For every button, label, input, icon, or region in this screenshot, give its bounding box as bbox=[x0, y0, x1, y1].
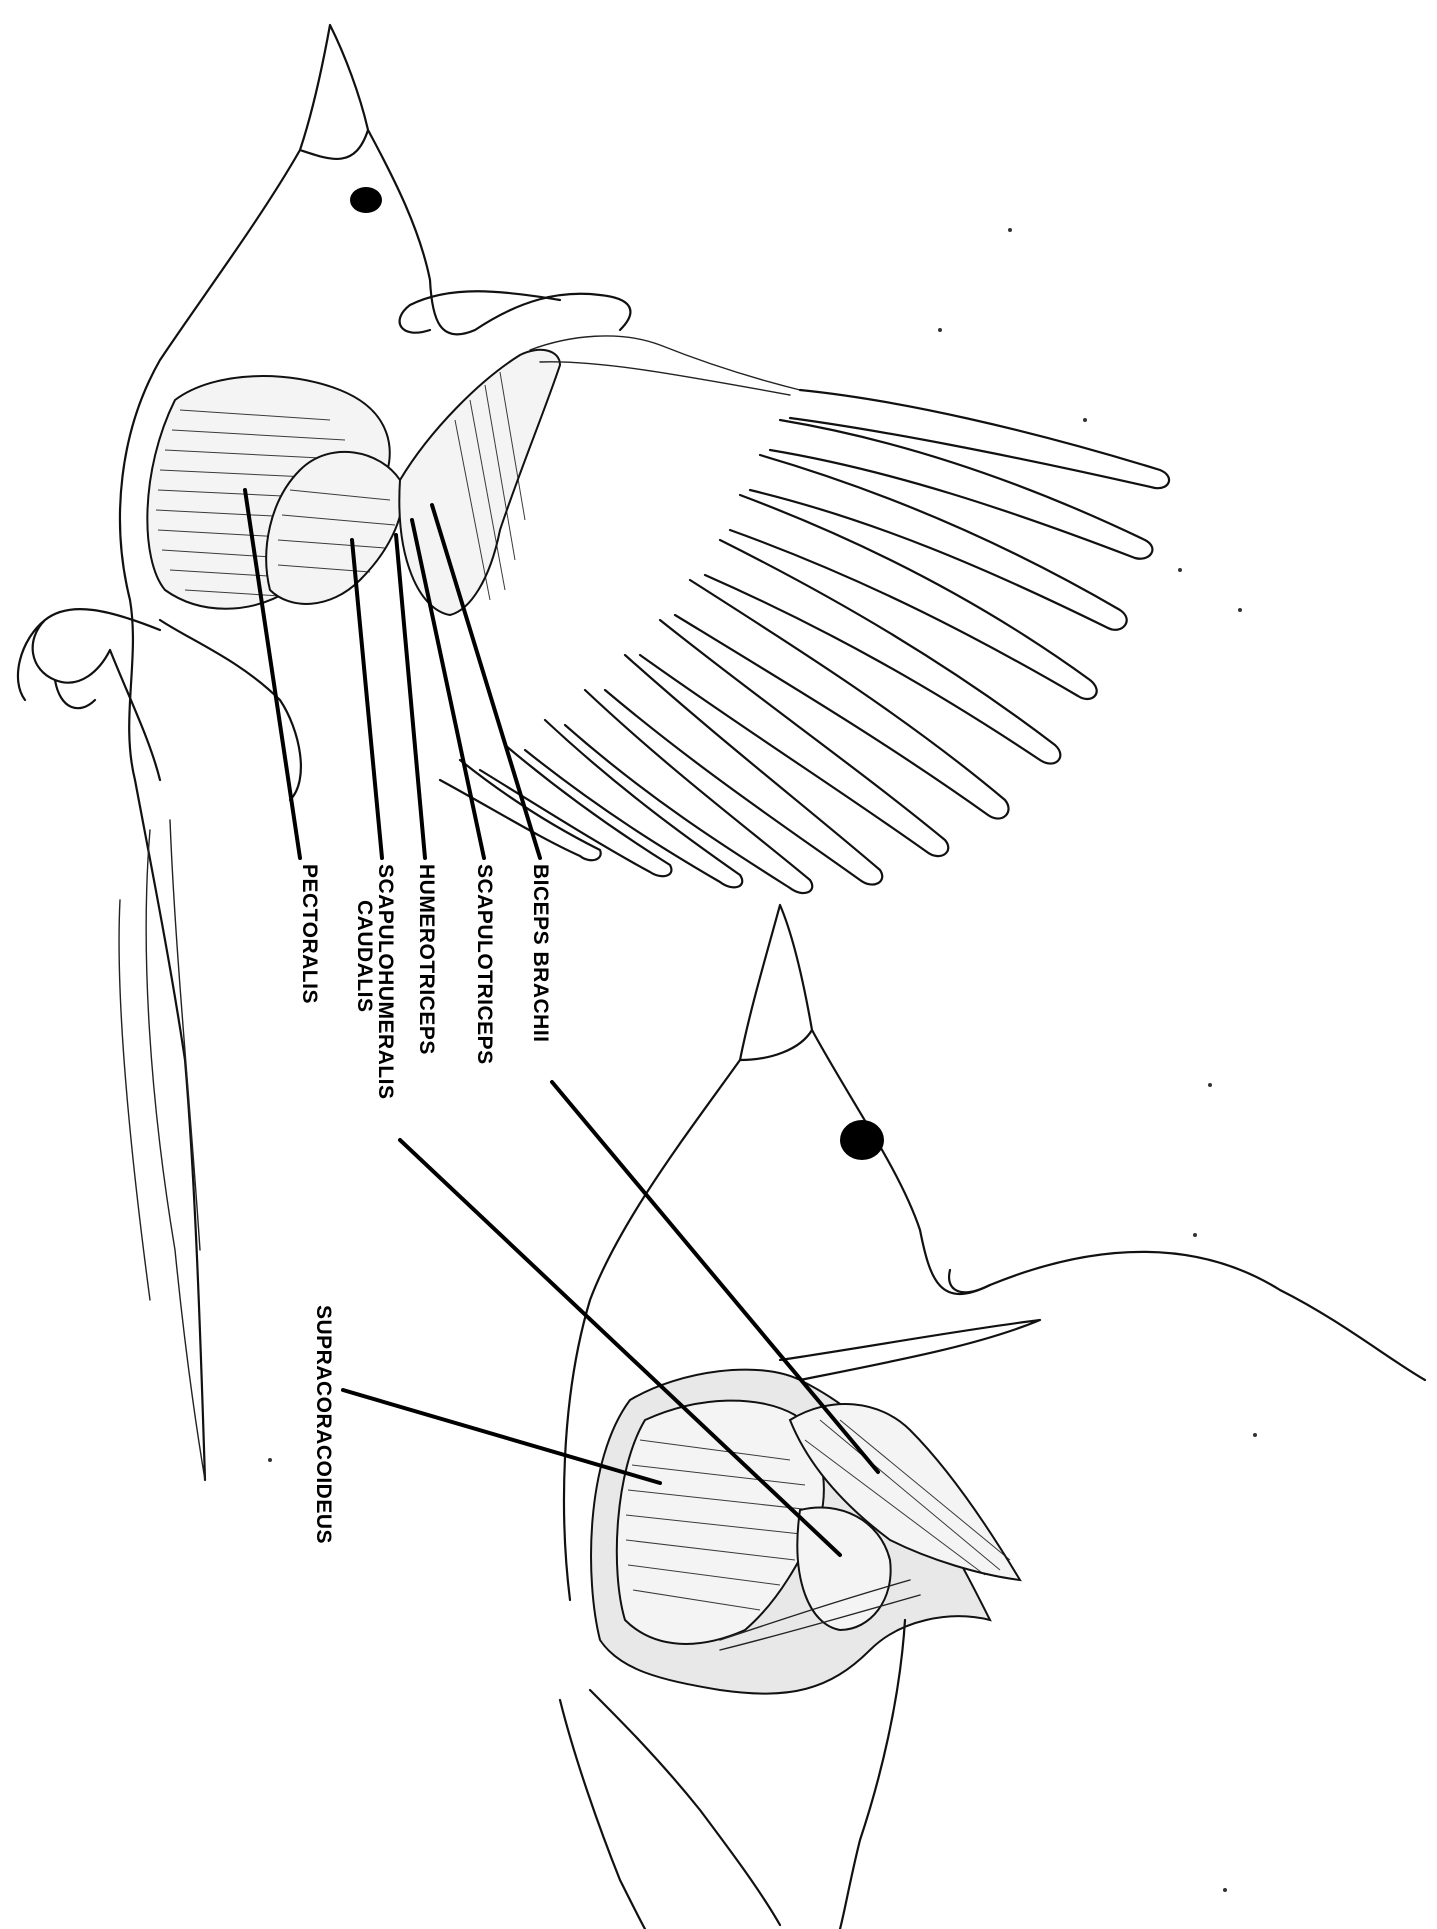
label-scapulohumeralis: SCAPULOHUMERALIS bbox=[374, 864, 397, 1100]
label-humerotriceps: HUMEROTRICEPS bbox=[415, 864, 438, 1055]
label-pectoralis: PECTORALIS bbox=[298, 864, 321, 1004]
label-caudalis: CAUDALIS bbox=[353, 900, 376, 1013]
lower-bird-eye bbox=[840, 1120, 884, 1160]
label-scapulotriceps: SCAPULOTRICEPS bbox=[473, 864, 496, 1065]
leader-scapulohumeralis bbox=[352, 540, 382, 858]
upper-bird-wing-bones bbox=[530, 336, 800, 395]
label-biceps-brachii: BICEPS BRACHII bbox=[529, 864, 552, 1043]
upper-bird-wing-feathers bbox=[440, 390, 1169, 893]
upper-bird-body-outline bbox=[120, 25, 630, 1480]
lower-bird-wing-spike bbox=[780, 1320, 1040, 1380]
upper-bird-eye bbox=[350, 187, 382, 213]
lower-bird-neck-curve bbox=[949, 1270, 990, 1292]
upper-bird-foot bbox=[18, 609, 160, 780]
lower-bird-drawing bbox=[560, 905, 1425, 1929]
label-supracoracoideus: SUPRACORACOIDEUS bbox=[312, 1305, 335, 1544]
